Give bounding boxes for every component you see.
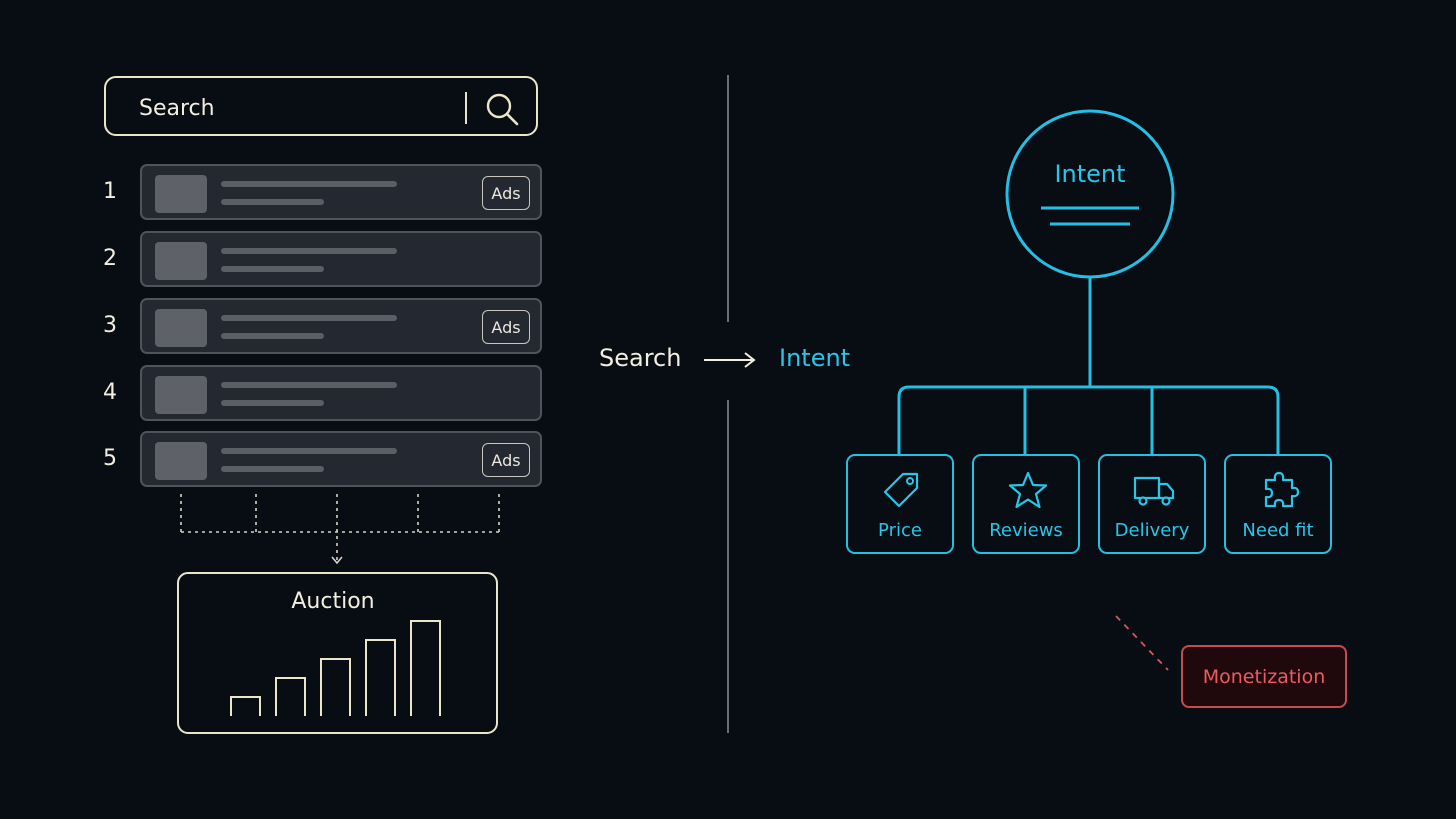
result-thumbnail <box>155 242 207 280</box>
auction-box <box>177 572 498 734</box>
results-to-auction-connector <box>180 494 500 562</box>
result-thumbnail <box>155 175 207 213</box>
delivery-truck-icon <box>1133 476 1175 506</box>
search-icon[interactable] <box>484 91 520 127</box>
flow-to-label: Intent <box>779 344 851 372</box>
monetization-pointer <box>1115 615 1169 671</box>
star-icon <box>1008 471 1048 509</box>
facet-label: Need fit <box>1242 520 1314 541</box>
result-thumbnail <box>155 376 207 414</box>
result-title-placeholder <box>221 248 397 254</box>
facet-label: Delivery <box>1114 520 1190 541</box>
facet-delivery: Delivery <box>1098 454 1206 554</box>
auction-bid-bars <box>230 620 441 716</box>
ads-badge: Ads <box>482 310 530 344</box>
intent-title: Intent <box>1054 160 1126 188</box>
facet-label: Reviews <box>989 520 1063 541</box>
auction-bid-bar <box>410 620 441 716</box>
search-result-row[interactable] <box>140 231 542 287</box>
result-snippet-placeholder <box>221 333 324 339</box>
monetization-badge: Monetization <box>1181 645 1347 708</box>
rank-number: 2 <box>103 246 117 271</box>
search-result-row[interactable]: Ads <box>140 298 542 354</box>
result-snippet-placeholder <box>221 466 324 472</box>
rank-number: 3 <box>103 313 117 338</box>
result-title-placeholder <box>221 315 397 321</box>
auction-bid-bar <box>230 696 261 716</box>
rank-number: 5 <box>103 446 117 471</box>
result-snippet-placeholder <box>221 266 324 272</box>
facet-label: Price <box>878 520 922 541</box>
auction-title: Auction <box>291 589 375 614</box>
intent-tree-connector <box>897 277 1280 454</box>
flow-from-label: Search <box>599 344 682 372</box>
monetization-label: Monetization <box>1202 665 1326 688</box>
search-divider <box>465 92 467 124</box>
auction-bid-bar <box>275 677 306 716</box>
price-tag-icon <box>883 472 919 508</box>
result-title-placeholder <box>221 448 397 454</box>
result-snippet-placeholder <box>221 199 324 205</box>
intent-node <box>1005 109 1175 279</box>
result-snippet-placeholder <box>221 400 324 406</box>
auction-arrow-head <box>331 556 343 565</box>
search-box-label: Search <box>139 96 215 121</box>
result-title-placeholder <box>221 181 397 187</box>
search-result-row[interactable]: Ads <box>140 164 542 220</box>
result-title-placeholder <box>221 382 397 388</box>
search-box[interactable]: Search <box>104 76 538 136</box>
ads-badge: Ads <box>482 176 530 210</box>
flow-arrow <box>704 352 756 368</box>
search-result-row[interactable] <box>140 365 542 421</box>
rank-number: 1 <box>103 179 117 204</box>
facet-price: Price <box>846 454 954 554</box>
auction-bid-bar <box>365 639 396 716</box>
result-thumbnail <box>155 442 207 480</box>
puzzle-piece-icon <box>1264 471 1300 508</box>
search-result-row[interactable]: Ads <box>140 431 542 487</box>
result-thumbnail <box>155 309 207 347</box>
ads-badge: Ads <box>482 443 530 477</box>
rank-number: 4 <box>103 380 117 405</box>
facet-reviews: Reviews <box>972 454 1080 554</box>
auction-bid-bar <box>320 658 351 716</box>
facet-need-fit: Need fit <box>1224 454 1332 554</box>
